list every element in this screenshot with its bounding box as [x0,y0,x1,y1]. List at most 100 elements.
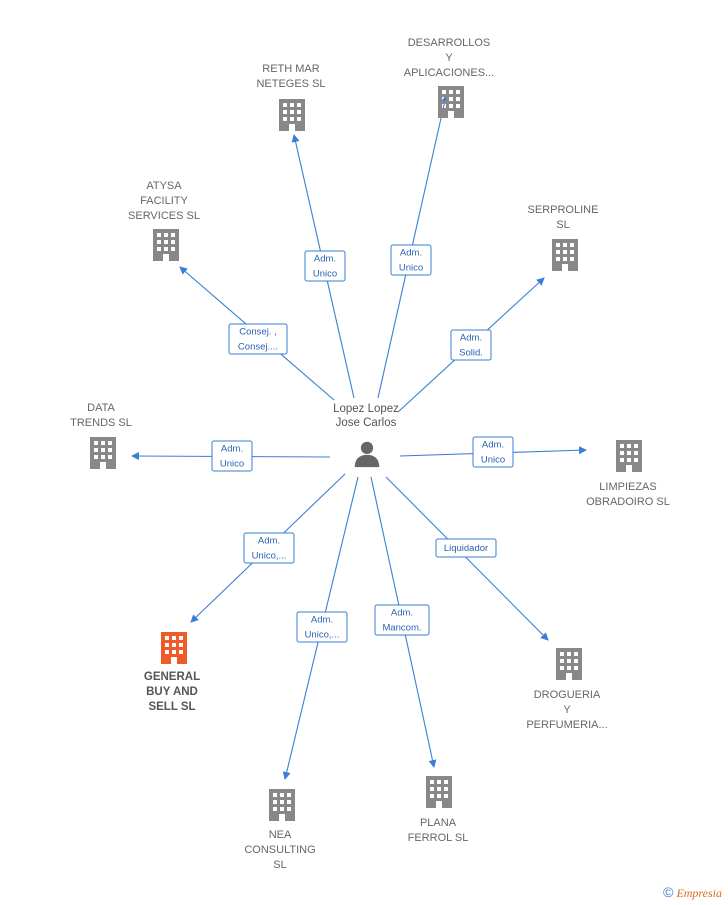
edge-label-box [211,440,253,472]
edge-label-box [435,538,497,558]
edge-label-drogueria[interactable]: Liquidador [435,538,497,558]
nodes-layer: RETH MAR NETEGES SL DESARROLLOS Y APLICACION… [70,37,670,871]
edge-line [385,476,549,641]
company-label: OBRADOIRO SL [586,496,670,508]
edge-datatrends: Adm. Unico [131,440,331,472]
edge-label-desarrollos[interactable]: Adm. Unico [390,244,432,276]
building-icon [269,789,295,821]
center-label: Jose Carlos [336,417,397,429]
edge-nea: Adm. Unico,... [282,476,359,780]
company-node-datatrends[interactable]: DATA TRENDS SL [70,402,132,469]
building-icon [616,440,642,472]
company-label: GENERAL [144,671,200,683]
edge-label-text: Consej.... [238,342,278,353]
company-node-general[interactable]: GENERAL BUY AND SELL SL [144,632,200,713]
edge-label-text: Unico,... [305,630,340,641]
edge-label-atysa[interactable]: Consej. , Consej.... [228,323,288,355]
company-label: RETH MAR [262,63,320,75]
edge-desarrollos: Adm. Unico [377,95,449,399]
company-label: NETEGES SL [256,78,325,90]
edge-label-text: Adm. [221,444,243,455]
company-label: BUY AND [146,686,198,698]
building-icon [161,632,187,664]
building-icon [426,776,452,808]
edge-label-text: Unico [399,263,423,274]
company-label: PLANA [420,817,457,829]
edge-label-text: Unico,... [252,551,287,562]
company-node-atysa[interactable]: ATYSA FACILITY SERVICES SL [128,180,200,261]
company-label: Y [563,704,571,716]
edge-label-box [243,532,295,564]
edge-label-text: Mancom. [382,623,421,634]
edge-atysa: Consej. , Consej.... [179,266,335,401]
edge-label-text: Adm. [314,254,336,265]
building-icon [438,86,464,118]
edge-label-limpiezas[interactable]: Adm. Unico [472,436,514,468]
edge-label-text: Adm. [460,333,482,344]
building-icon [556,648,582,680]
company-label: SELL SL [148,701,195,713]
center-label: Lopez Lopez [333,403,399,415]
company-label: APLICACIONES... [404,67,494,79]
edge-label-box [296,611,348,643]
edge-label-text: Adm. [400,248,422,259]
brand-name: Empresia [676,886,722,900]
company-node-plana[interactable]: PLANA FERROL SL [408,776,469,844]
building-icon [153,229,179,261]
company-node-serproline[interactable]: SERPROLINE SL [528,204,599,271]
company-label: CONSULTING [244,844,315,856]
edge-label-text: Unico [481,455,505,466]
brand-watermark: © Empresia [663,884,722,901]
person-icon [354,441,380,468]
edge-label-text: Adm. [258,536,280,547]
company-node-drogueria[interactable]: DROGUERIAYPERFUMERIA... [526,648,608,731]
edge-label-text: Unico [220,459,244,470]
edge-label-datatrends[interactable]: Adm. Unico [211,440,253,472]
company-node-nea[interactable]: NEA CONSULTING SL [244,789,316,871]
company-label: LIMPIEZAS [599,481,656,493]
edge-reth: Adm. Unico [291,134,355,399]
edge-label-box [472,436,514,468]
edge-general: Adm. Unico,... [190,473,346,623]
edge-label-text: Adm. [311,615,333,626]
company-label: DROGUERIA [534,689,601,701]
edge-label-reth[interactable]: Adm. Unico [304,250,346,282]
company-label: DESARROLLOS [408,37,491,49]
company-node-reth[interactable]: RETH MAR NETEGES SL [256,63,326,131]
company-label: DATA [87,402,115,414]
edge-drogueria: Liquidador [385,476,549,641]
edge-label-text: Adm. [482,440,504,451]
edge-label-plana[interactable]: Adm. Mancom. [374,604,430,636]
edge-serproline: Adm.Solid. [397,277,545,413]
edge-label-text: Liquidador [444,543,488,554]
edge-label-serproline[interactable]: Adm.Solid. [450,329,492,361]
company-label: ATYSA [146,180,182,192]
edge-label-box [228,323,288,355]
building-icon [552,239,578,271]
edge-label-nea[interactable]: Adm. Unico,... [296,611,348,643]
copyright-icon: © [663,884,674,900]
edge-label-general[interactable]: Adm. Unico,... [243,532,295,564]
edge-label-text: Unico [313,269,337,280]
company-label: SERPROLINE [528,204,599,216]
edge-limpiezas: Adm. Unico [399,436,587,468]
company-label: SL [556,219,569,231]
company-label: FACILITY [140,195,188,207]
company-label: TRENDS SL [70,417,132,429]
company-label: Y [445,52,453,64]
building-icon [279,99,305,131]
company-node-limpiezas[interactable]: LIMPIEZAS OBRADOIRO SL [586,440,670,508]
company-node-desarrollos[interactable]: DESARROLLOS Y APLICACIONES... [404,37,494,118]
edge-label-box [304,250,346,282]
company-label: NEA [269,829,292,841]
edge-label-box [374,604,430,636]
edge-label-text: Consej. , [239,327,277,338]
edge-label-box [390,244,432,276]
edge-label-text: Adm. [391,608,413,619]
company-label: FERROL SL [408,832,469,844]
company-label: SL [273,859,286,871]
building-icon [90,437,116,469]
company-label: SERVICES SL [128,210,200,222]
